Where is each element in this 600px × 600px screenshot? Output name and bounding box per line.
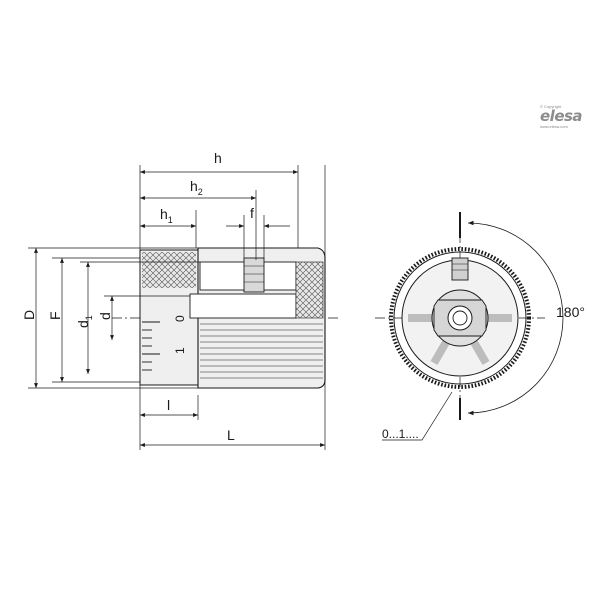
end-view bbox=[375, 212, 564, 441]
scale-label-zero: 0 bbox=[173, 315, 187, 322]
label-h1: h1 bbox=[160, 206, 173, 225]
label-h2: h2 bbox=[190, 178, 203, 197]
scale-ticks bbox=[142, 321, 160, 371]
label-l: l bbox=[167, 397, 170, 413]
label-f: f bbox=[250, 205, 254, 221]
logo-copyright: © Copyright bbox=[540, 104, 562, 109]
label-h: h bbox=[214, 150, 222, 166]
label-angle: 180° bbox=[556, 304, 585, 320]
elesa-logo: © Copyright elesa www.elesa.com bbox=[540, 104, 600, 144]
logo-brand: elesa bbox=[540, 107, 583, 125]
scale-label-one: 1 bbox=[173, 347, 187, 354]
knurled-ribs bbox=[200, 323, 323, 379]
rotation-arc bbox=[467, 220, 564, 416]
label-d1: d1 bbox=[75, 315, 94, 328]
grub-screw-end bbox=[451, 257, 469, 281]
label-D: D bbox=[21, 310, 37, 320]
front-skirt-hatch bbox=[142, 252, 196, 288]
logo-url: www.elesa.com bbox=[540, 124, 568, 129]
leader-line bbox=[382, 391, 453, 441]
side-view bbox=[112, 247, 338, 389]
label-range: 0...1.... bbox=[382, 427, 419, 441]
end-hatch bbox=[295, 261, 324, 319]
bore bbox=[189, 293, 297, 319]
knurled-rim bbox=[389, 247, 531, 389]
label-L: L bbox=[227, 427, 235, 443]
label-F: F bbox=[47, 311, 63, 320]
dimension-lines bbox=[28, 165, 326, 450]
label-d: d bbox=[97, 312, 113, 320]
grub-screw bbox=[243, 257, 265, 293]
